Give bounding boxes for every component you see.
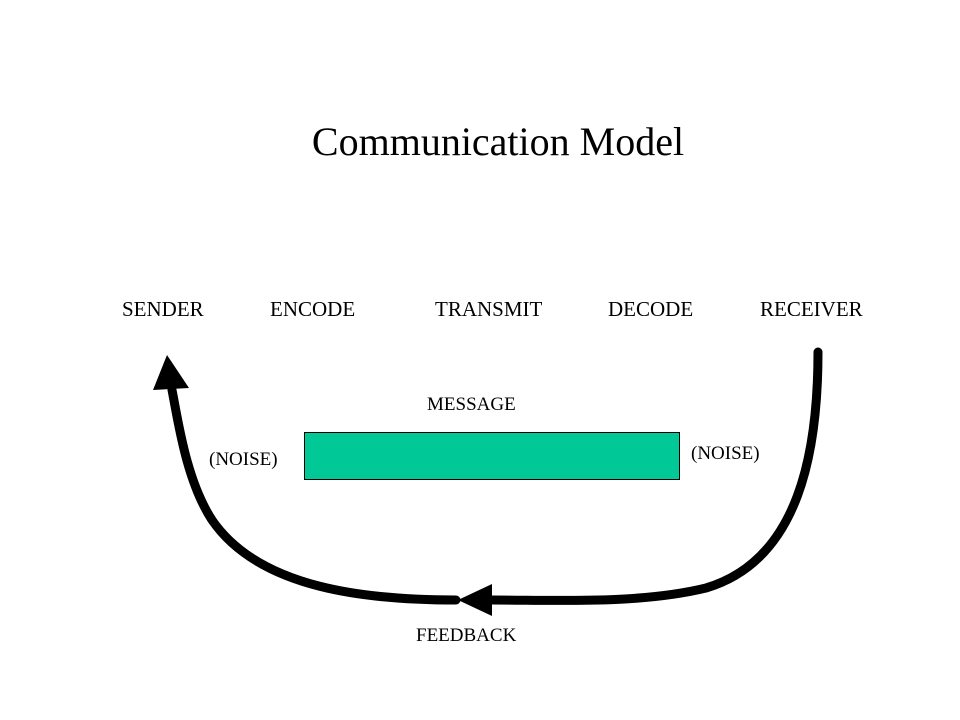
stage-encode: ENCODE	[270, 297, 356, 321]
message-label: MESSAGE	[427, 394, 516, 415]
stage-receiver: RECEIVER	[760, 297, 863, 321]
receiver-to-feedback-arc	[487, 347, 823, 605]
feedback-arrowhead	[458, 584, 492, 616]
stage-decode: DECODE	[608, 297, 694, 321]
noise-label-right: (NOISE)	[691, 443, 760, 464]
feedback-label: FEEDBACK	[416, 625, 517, 646]
diagram-title: Communication Model	[311, 119, 685, 164]
stage-transmit: TRANSMIT	[435, 297, 543, 321]
stage-sender: SENDER	[122, 297, 204, 321]
message-box	[304, 432, 680, 480]
feedback-to-sender-arc	[167, 385, 461, 605]
sender-arrowhead	[153, 355, 189, 390]
noise-label-left: (NOISE)	[209, 449, 278, 470]
